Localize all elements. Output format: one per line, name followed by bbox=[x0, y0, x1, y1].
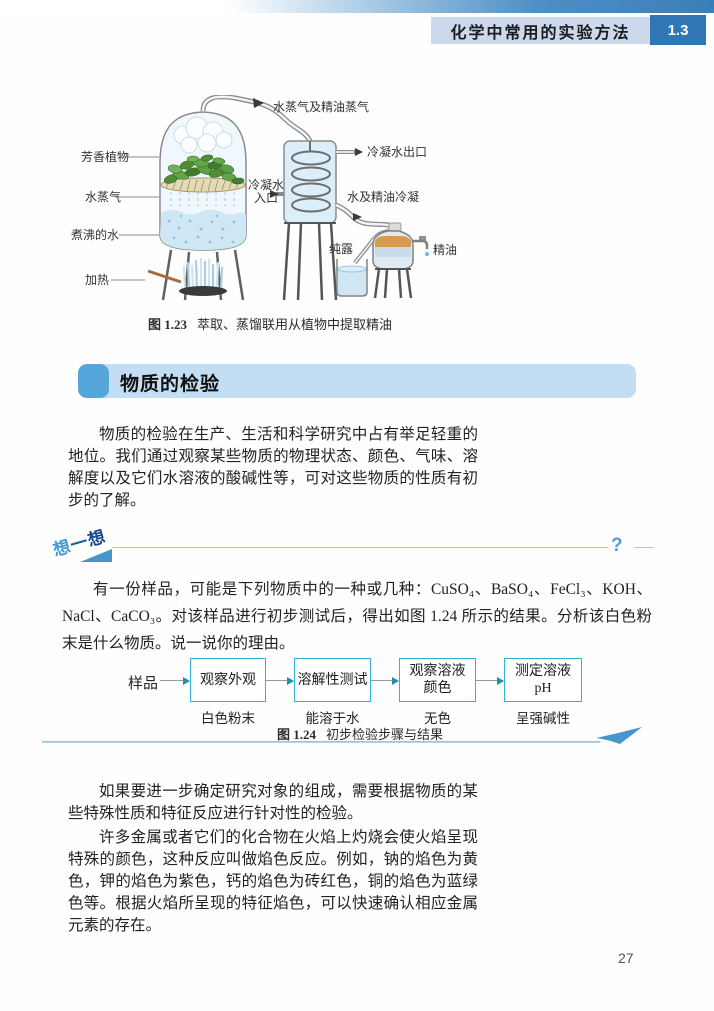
section-number-badge: 1.3 bbox=[650, 15, 706, 45]
think-banner-rule-right bbox=[634, 547, 654, 548]
flow-result-solubility: 能溶于水 bbox=[305, 711, 360, 726]
paragraph-further-tests: 如果要进一步确定研究对象的组成，需要根据物质的某些特殊性质和特征反应进行针对性的… bbox=[68, 783, 478, 822]
label-condensate: 水及精油冷凝 bbox=[347, 190, 420, 204]
question-mark-icon: ? bbox=[611, 535, 623, 556]
flow-start-label: 样品 bbox=[128, 676, 159, 692]
hydrosol-beaker bbox=[336, 259, 368, 297]
flow-box-solution-color: 观察溶液 颜色 bbox=[399, 658, 476, 702]
condensate-pipe bbox=[334, 202, 398, 232]
collection-bottle bbox=[372, 222, 429, 270]
page-number: 27 bbox=[618, 950, 634, 966]
flow-arrow-icon bbox=[160, 676, 190, 685]
flow-step-3: 观察溶液 颜色 无色 bbox=[399, 658, 476, 727]
distillation-apparatus-drawing bbox=[111, 95, 429, 301]
flow-step-2: 溶解性测试 能溶于水 bbox=[294, 658, 371, 727]
water-bubbles bbox=[167, 214, 236, 244]
think-bottom-rule bbox=[42, 741, 600, 743]
think-char-3: 想 bbox=[85, 526, 109, 551]
flow-result-ph: 呈强碱性 bbox=[516, 711, 570, 726]
figure-1-23-caption-text: 萃取、蒸馏联用从植物中提取精油 bbox=[197, 317, 393, 332]
top-gradient-bar bbox=[0, 0, 714, 13]
chapter-title: 化学中常用的实验方法 bbox=[450, 24, 631, 42]
flowchart-1-24: 样品 观察外观 白色粉末 溶解性测试 能溶于水 观察溶液 颜色 无色 测定溶液 … bbox=[128, 658, 582, 727]
burner-flame bbox=[147, 257, 227, 296]
vapor-pipe bbox=[200, 95, 313, 143]
section-heading-bar bbox=[78, 364, 636, 398]
figure-1-23-illustration: 芳香植物 水蒸气 煮沸的水 加热 水蒸气及精油蒸气 冷凝水 入口 冷凝水出口 水… bbox=[55, 95, 635, 310]
label-essential-oil: 精油 bbox=[433, 243, 458, 257]
flow-step-1: 观察外观 白色粉末 bbox=[190, 658, 266, 727]
label-boiling-water: 煮沸的水 bbox=[71, 228, 120, 242]
label-aromatic-plants: 芳香植物 bbox=[81, 150, 130, 164]
flow-box-ph: 测定溶液 pH bbox=[504, 658, 582, 702]
section-title: 物质的检验 bbox=[120, 374, 221, 395]
think-banner-rule-left bbox=[112, 547, 608, 548]
flow-result-solution-color: 无色 bbox=[424, 711, 451, 726]
section-heading-square bbox=[78, 364, 109, 398]
flow-arrow-icon bbox=[476, 676, 504, 685]
still-vessel bbox=[159, 111, 247, 251]
figure-1-24-caption-label: 图 1.24 bbox=[276, 727, 316, 742]
figure-1-24-caption-text: 初步检验步骤与结果 bbox=[326, 727, 444, 742]
label-heating: 加热 bbox=[85, 273, 110, 287]
plant-material bbox=[164, 154, 245, 185]
paragraph-intro: 物质的检验在生产、生活和科学研究中占有举足轻重的地位。我们通过观察某些物质的物理… bbox=[68, 426, 478, 509]
flow-step-4: 测定溶液 pH 呈强碱性 bbox=[504, 658, 582, 727]
bottle-stand bbox=[373, 268, 413, 299]
label-hydrosol: 纯露 bbox=[329, 242, 354, 256]
figure-1-24-caption: 图 1.24 初步检验步骤与结果 bbox=[130, 724, 590, 743]
flow-box-solubility: 溶解性测试 bbox=[294, 658, 371, 702]
chapter-header: 化学中常用的实验方法 bbox=[431, 17, 650, 44]
label-vapor: 水蒸气及精油蒸气 bbox=[273, 100, 370, 114]
label-condenser-outlet: 冷凝水出口 bbox=[367, 145, 428, 159]
figure-1-23-caption-label: 图 1.23 bbox=[147, 317, 187, 332]
steam-streaks bbox=[170, 192, 235, 206]
paragraph-flame-test: 许多金属或者它们的化合物在火焰上灼烧会使火焰呈现特殊的颜色，这种反应叫做焰色反应… bbox=[68, 829, 478, 934]
flow-result-appearance: 白色粉末 bbox=[201, 711, 255, 726]
flow-arrow-icon bbox=[371, 676, 399, 685]
figure-1-23-caption: 图 1.23 萃取、蒸馏联用从植物中提取精油 bbox=[60, 314, 480, 333]
label-steam: 水蒸气 bbox=[85, 190, 122, 204]
condenser bbox=[270, 140, 363, 224]
label-condenser-inlet: 冷凝水 入口 bbox=[247, 178, 284, 205]
arrow-pennant-icon bbox=[596, 727, 642, 744]
think-question-text: 有一份样品，可能是下列物质中的一种或几种：CuSO₄、BaSO₄、FeCl₃、K… bbox=[62, 581, 652, 652]
flow-arrow-icon bbox=[266, 676, 294, 685]
flow-box-appearance: 观察外观 bbox=[190, 658, 266, 702]
condenser-stand bbox=[282, 222, 338, 301]
